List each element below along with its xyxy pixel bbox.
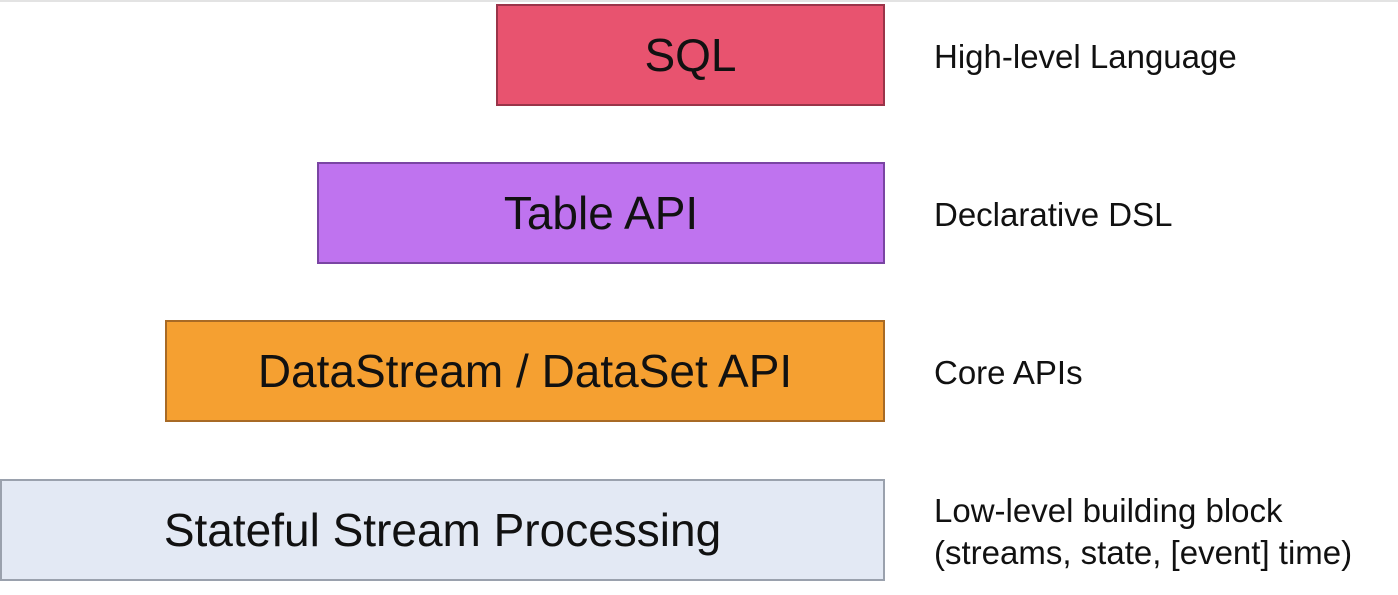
layer-label: DataStream / DataSet API <box>257 345 793 397</box>
layer-description: Low-level building block (streams, state… <box>934 490 1352 574</box>
layer-description: Declarative DSL <box>934 194 1172 236</box>
layer-label: Stateful Stream Processing <box>163 504 722 556</box>
layer-description: High-level Language <box>934 36 1237 78</box>
layer-description: Core APIs <box>934 352 1083 394</box>
layer-label: Table API <box>503 187 699 239</box>
layer-sql: SQL <box>496 4 885 106</box>
description-line: Core APIs <box>934 354 1083 391</box>
description-line: Declarative DSL <box>934 196 1173 233</box>
layer-table-api: Table API <box>317 162 885 264</box>
description-line: High-level Language <box>934 38 1237 75</box>
layer-label: SQL <box>644 29 737 81</box>
layer-datastream-dataset-api: DataStream / DataSet API <box>165 320 885 422</box>
description-line: (streams, state, [event] time) <box>934 534 1353 571</box>
layer-stateful-stream-processing: Stateful Stream Processing <box>0 479 885 581</box>
description-line: Low-level building block <box>934 492 1283 529</box>
top-divider <box>0 0 1398 2</box>
